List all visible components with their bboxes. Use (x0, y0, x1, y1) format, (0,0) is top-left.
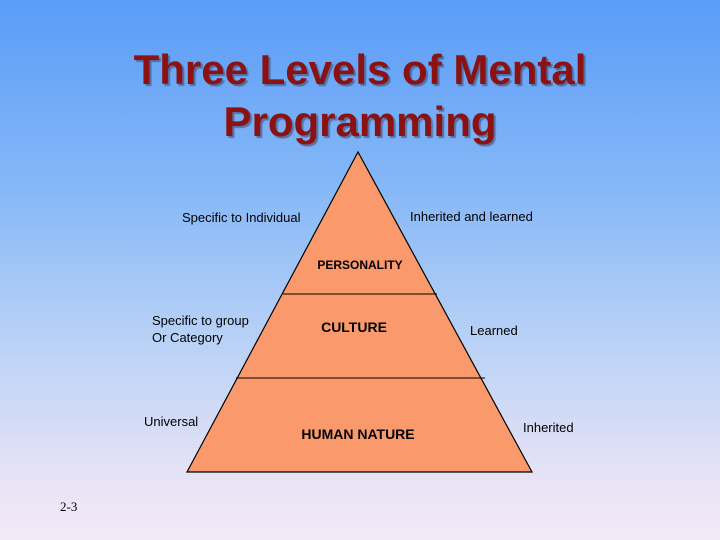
slide-title-line-1: Three Levels of Mental (133, 46, 587, 93)
level-label-personality: PERSONALITY (317, 258, 402, 272)
right-label-culture-line-1: Learned (470, 323, 518, 338)
left-label-human-nature-line-1: Universal (144, 414, 199, 429)
right-label-personality-line-1: Inherited and learned (410, 209, 533, 224)
slide-number: 2-3 (60, 499, 78, 514)
right-label-culture: Learned (470, 322, 518, 339)
right-label-personality: Inherited and learned (410, 208, 533, 225)
left-label-personality: Specific to Individual (182, 209, 301, 226)
left-label-culture: Specific to group Or Category (152, 312, 249, 346)
slide-title-line-2: Programming (223, 98, 497, 145)
level-label-human-nature: HUMAN NATURE (301, 426, 414, 442)
left-label-culture-line-2: Or Category (152, 330, 223, 345)
pyramid-shape (185, 150, 534, 473)
right-label-human-nature: Inherited (523, 419, 574, 436)
left-label-human-nature: Universal (144, 413, 198, 430)
slide-title: Three Levels of Mental Programming (0, 44, 720, 148)
left-label-personality-line-1: Specific to Individual (182, 210, 301, 225)
left-label-culture-line-1: Specific to group (152, 313, 249, 328)
level-label-culture: CULTURE (321, 319, 387, 335)
right-label-human-nature-line-1: Inherited (523, 420, 574, 435)
